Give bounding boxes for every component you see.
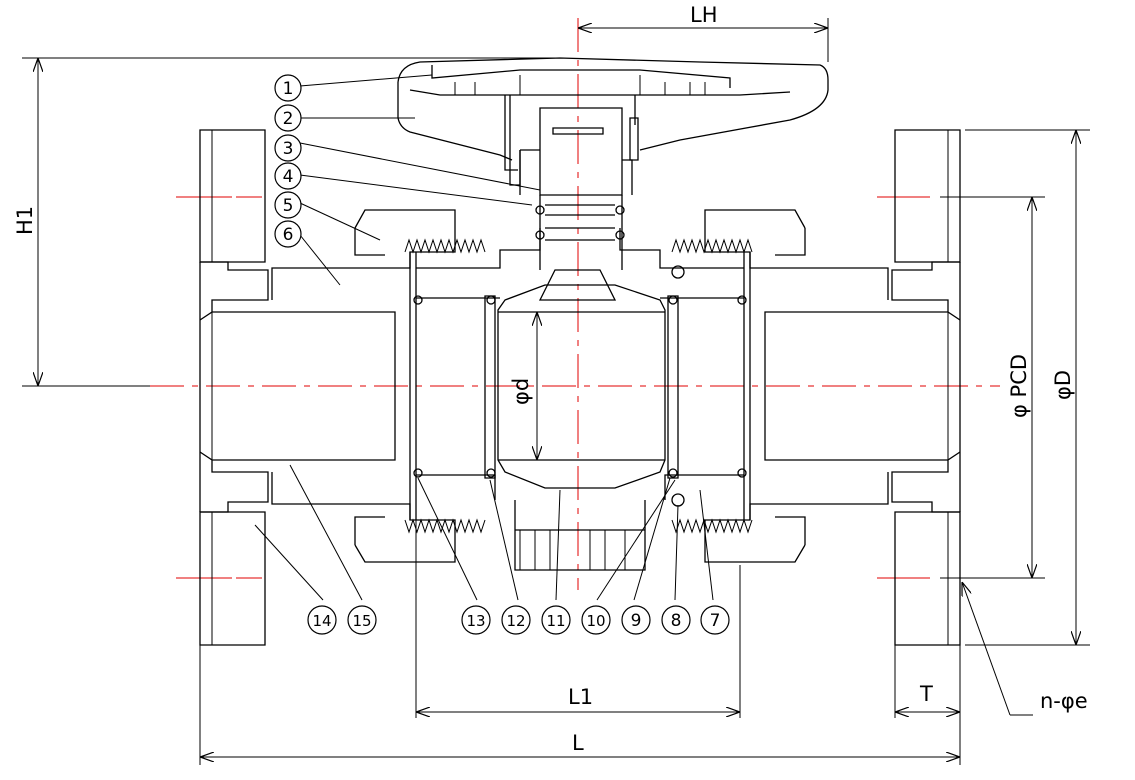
l-label: L — [572, 731, 584, 755]
left-flange — [199, 129, 266, 646]
pcd-label: φ PCD — [1007, 354, 1031, 418]
svg-text:13: 13 — [466, 612, 485, 630]
svg-text:14: 14 — [312, 612, 331, 630]
callout-leaders — [254, 74, 714, 601]
l1-label: L1 — [568, 685, 593, 709]
callout-7: 7 — [700, 605, 730, 635]
right-flange — [894, 129, 961, 646]
threads — [404, 238, 753, 534]
callout-11: 11 — [541, 605, 571, 635]
svg-text:3: 3 — [283, 139, 294, 159]
callout-6: 6 — [274, 220, 302, 248]
stem — [519, 107, 639, 270]
svg-text:6: 6 — [283, 225, 294, 245]
svg-text:8: 8 — [671, 611, 682, 631]
svg-text:11: 11 — [546, 612, 565, 630]
callout-3: 3 — [274, 134, 302, 162]
callout-8: 8 — [661, 605, 691, 635]
svg-text:9: 9 — [631, 611, 642, 631]
svg-text:1: 1 — [283, 79, 294, 99]
svg-text:10: 10 — [586, 612, 605, 630]
callout-9: 9 — [621, 605, 651, 635]
callout-10: 10 — [581, 605, 611, 635]
right-end-connector — [764, 261, 961, 513]
svg-text:2: 2 — [283, 109, 294, 129]
od-label: φD — [1051, 370, 1075, 400]
svg-text:5: 5 — [283, 196, 294, 216]
callout-2: 2 — [274, 104, 302, 132]
lh-label: LH — [690, 3, 718, 27]
t-label: T — [919, 682, 933, 706]
callout-14: 14 — [307, 605, 337, 635]
callouts: 1 2 3 4 5 6 7 8 9 10 11 12 13 15 14 — [274, 74, 730, 635]
handle — [397, 57, 829, 186]
svg-text:15: 15 — [352, 612, 371, 630]
left-end-connector — [199, 261, 396, 513]
callout-1: 1 — [274, 74, 302, 102]
bore-label: φd — [509, 378, 533, 405]
callout-4: 4 — [274, 162, 302, 190]
svg-text:4: 4 — [283, 167, 294, 187]
callout-13: 13 — [461, 605, 491, 635]
callout-5: 5 — [274, 191, 302, 219]
bolt-holes-label: n-φe — [1040, 689, 1088, 713]
h1-label: H1 — [13, 206, 37, 235]
dimensions: LH H1 φd φ PCD φD L1 L T — [13, 3, 1090, 765]
callout-12: 12 — [501, 605, 531, 635]
svg-text:7: 7 — [710, 611, 721, 631]
svg-text:12: 12 — [506, 612, 525, 630]
union-nut-left — [271, 209, 456, 563]
callout-15: 15 — [347, 605, 377, 635]
